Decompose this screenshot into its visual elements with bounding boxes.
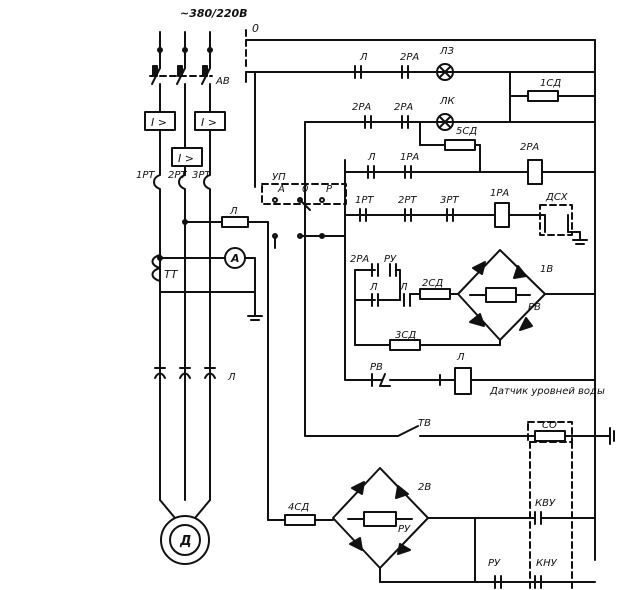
knu-label: КНУ bbox=[536, 558, 558, 569]
sensor-label: Датчик уровней воды bbox=[489, 386, 605, 397]
v1-label: 1В bbox=[540, 264, 553, 275]
kvu-label: КВУ bbox=[535, 498, 556, 509]
zero-label: 0 bbox=[252, 22, 259, 35]
coil-2ra: 2РА bbox=[520, 142, 539, 153]
ab-label: АВ bbox=[215, 76, 230, 87]
rt3-label: 3РТ bbox=[192, 170, 211, 181]
phase-lines bbox=[149, 31, 213, 149]
row4-2rt: 2РТ bbox=[398, 195, 417, 206]
supply-label: ~380/220В bbox=[180, 7, 248, 20]
ammeter bbox=[224, 247, 246, 269]
up-label: УП bbox=[272, 172, 286, 183]
row2-2ra-a: 2РА bbox=[352, 102, 371, 113]
lz-label: ЛЗ bbox=[439, 46, 455, 57]
relay-sym-1: I > bbox=[151, 116, 167, 129]
tt-label: ТТ bbox=[164, 268, 179, 281]
row5-ru: РУ bbox=[384, 254, 397, 265]
coil-1ra: 1РА bbox=[490, 188, 509, 199]
sd3-label: 3СД bbox=[395, 330, 416, 341]
rv-contact-label: РВ bbox=[370, 362, 383, 373]
sd2-label: 2СД bbox=[422, 278, 443, 289]
overcurrent-relays bbox=[144, 111, 226, 176]
up-a: А bbox=[277, 184, 285, 195]
row2-2ra-b: 2РА bbox=[394, 102, 413, 113]
row5-lb: Л bbox=[399, 282, 408, 293]
rt2-label: 2РТ bbox=[168, 170, 187, 181]
lk-label: ЛК bbox=[439, 96, 456, 107]
row-1 bbox=[354, 63, 596, 123]
row-bottom bbox=[284, 467, 596, 589]
row-tv bbox=[304, 184, 615, 590]
up-r: Р bbox=[326, 184, 333, 195]
dsx-label: ДСХ bbox=[545, 192, 569, 203]
control-bus bbox=[245, 39, 596, 561]
sd4-label: 4СД bbox=[288, 502, 309, 513]
rv-label: РВ bbox=[528, 302, 541, 313]
main-contactor bbox=[154, 364, 216, 519]
row1-l: Л bbox=[359, 52, 368, 63]
relay-sym-3: I > bbox=[178, 152, 194, 165]
motor-inner bbox=[169, 524, 201, 556]
rt1-label: 1РТ bbox=[136, 170, 155, 181]
ru-b-label: РУ bbox=[488, 558, 501, 569]
ru-label: РУ bbox=[398, 524, 411, 535]
row4-1rt: 1РТ bbox=[355, 195, 374, 206]
sd5-label: 5СД bbox=[456, 126, 477, 137]
row3-1ra: 1РА bbox=[400, 152, 419, 163]
coil-l-label: Л bbox=[456, 352, 465, 363]
so-label: СО bbox=[542, 420, 557, 431]
motor-label: Д bbox=[179, 534, 192, 549]
sd1-label: 1СД bbox=[540, 78, 561, 89]
row4-3rt: 3РТ bbox=[440, 195, 459, 206]
v2-label: 2В bbox=[418, 482, 431, 493]
row3-l: Л bbox=[367, 152, 376, 163]
main-contactor-label: Л bbox=[227, 372, 236, 383]
motor bbox=[160, 515, 210, 565]
row1-2ra: 2РА bbox=[400, 52, 419, 63]
fuse-label: Л bbox=[229, 206, 238, 217]
thermal-relays bbox=[153, 164, 211, 201]
phase-down bbox=[151, 199, 269, 366]
tv-label: ТВ bbox=[418, 418, 431, 429]
row5-l: Л bbox=[369, 282, 378, 293]
row-4 bbox=[344, 202, 588, 245]
row5-2ra: 2РА bbox=[350, 254, 369, 265]
row-2 bbox=[364, 113, 481, 173]
row-6 bbox=[344, 367, 596, 395]
row-5 bbox=[354, 249, 596, 351]
ammeter-label: А bbox=[230, 252, 240, 265]
row-3 bbox=[344, 159, 596, 185]
relay-sym-2: I > bbox=[201, 116, 217, 129]
